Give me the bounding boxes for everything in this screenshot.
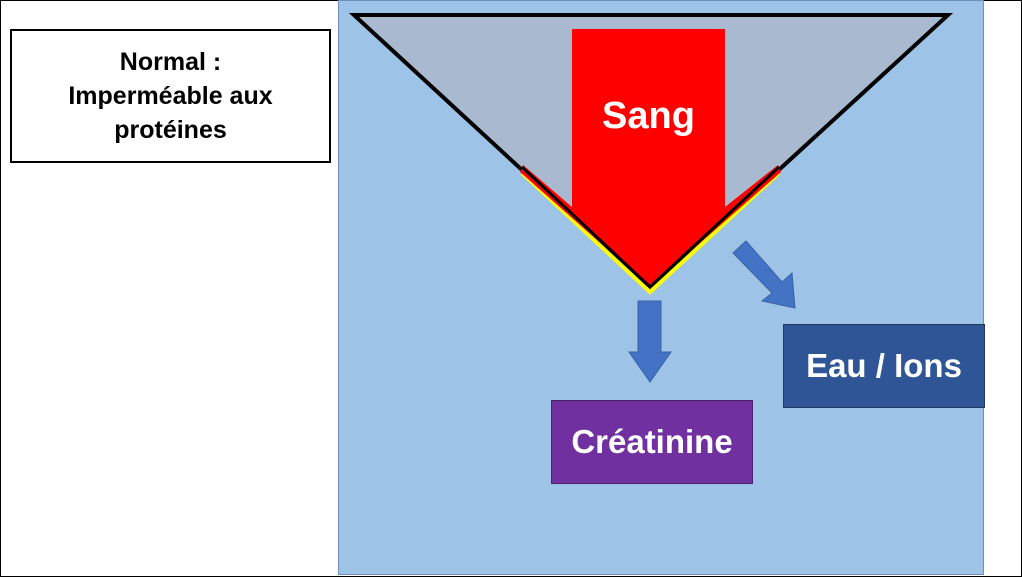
blood-label: Sang <box>602 95 695 137</box>
normal-desc-2: protéines <box>114 116 227 144</box>
arrow-diagonal-icon <box>732 240 796 309</box>
blood-arrow <box>520 29 781 287</box>
water-ions-box: Eau / Ions <box>783 324 985 408</box>
filter-edge <box>520 165 781 290</box>
normal-state-box: Normal : Imperméable aux protéines <box>10 29 331 163</box>
creatinine-box: Créatinine <box>551 400 753 484</box>
normal-title: Normal : <box>119 48 222 76</box>
arrow-down-icon <box>628 300 672 383</box>
membrane-line <box>520 171 781 295</box>
normal-desc-1: Imperméable aux <box>68 82 273 110</box>
